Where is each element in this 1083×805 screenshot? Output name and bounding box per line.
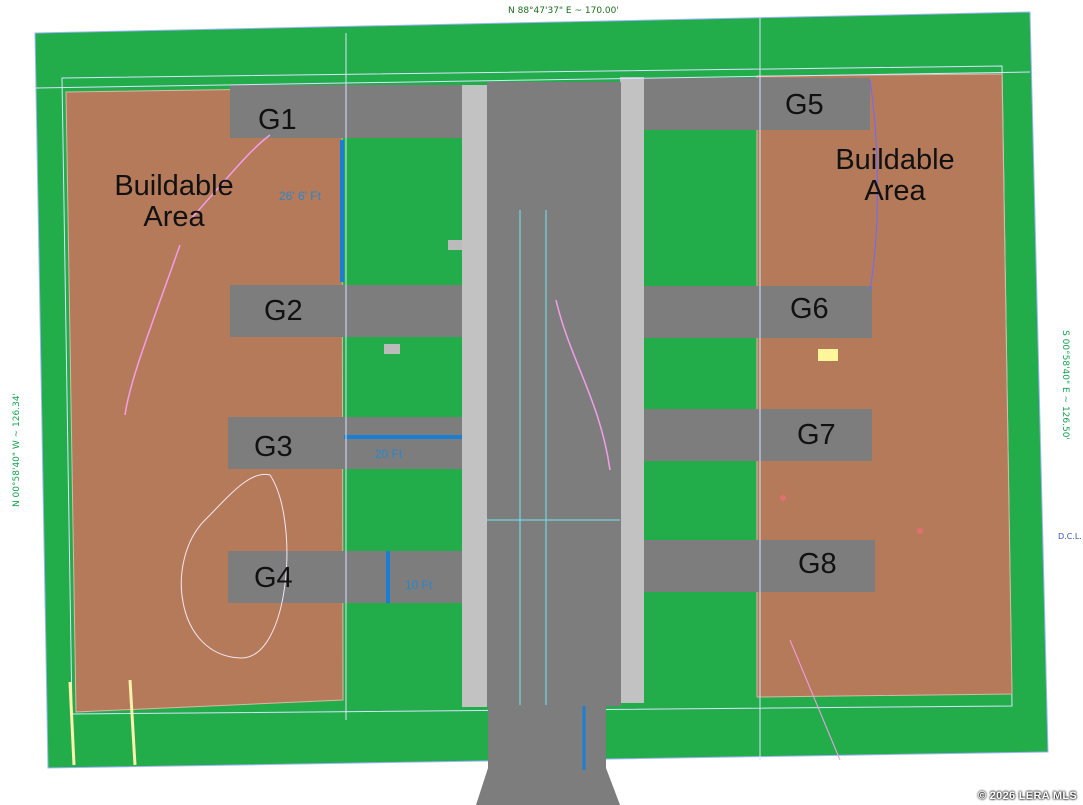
entrance-drive: [476, 706, 620, 805]
survey-line-right: [789, 639, 841, 761]
lot-label-g7: G7: [797, 419, 836, 451]
buildable-area-left-label: Buildable Area: [104, 171, 244, 233]
buildable-area-right-line2: Area: [864, 175, 926, 207]
survey-point: [917, 528, 923, 534]
drive-arm-g3: [228, 417, 462, 469]
walkway-right: [620, 77, 644, 703]
dimension-label-20ft: 20 Ft: [375, 447, 403, 461]
dimension-label-10ft: 10 Ft: [405, 578, 433, 592]
survey-line: [35, 71, 1031, 89]
drive-arm-g7: [644, 409, 872, 461]
utility-box: [384, 344, 400, 354]
buildable-area-left-line1: Buildable: [114, 170, 234, 202]
survey-curve-left: [124, 244, 181, 416]
survey-curve-left-2: [189, 134, 271, 221]
utility-box: [448, 240, 462, 250]
dimension-label-26ft: 26' 6' Ft: [279, 189, 321, 203]
lot-label-g2: G2: [264, 295, 303, 327]
left-bearing-label: N 00°58'40" W ~ 126.34': [12, 392, 23, 508]
lot-label-g3: G3: [254, 431, 293, 463]
utility-marker: [818, 349, 838, 361]
lot-label-g8: G8: [798, 548, 837, 580]
buildable-area-left-line2: Area: [143, 201, 205, 233]
lot-label-g1: G1: [258, 104, 297, 136]
drive-arm-g6: [644, 286, 872, 338]
right-bearing-label: S 00°58'40" E ~ 126.50': [1059, 330, 1070, 440]
buildable-area-right-line1: Buildable: [835, 144, 955, 176]
survey-curve-right: [869, 79, 878, 291]
walkway-left: [462, 85, 487, 707]
survey-line-left: [128, 679, 137, 766]
drive-arm-g4: [228, 551, 462, 603]
dcl-label: D.C.L.: [1058, 532, 1082, 541]
lot-label-g6: G6: [790, 293, 829, 325]
survey-curve-center: [555, 299, 611, 471]
survey-line-left-2: [68, 681, 76, 766]
buildable-area-right-label: Buildable Area: [825, 145, 965, 207]
mls-watermark: © 2026 LERA MLS: [978, 790, 1077, 802]
tree-outline: [180, 473, 288, 659]
top-bearing-label: N 88°47'37" E ~ 170.00': [508, 6, 619, 16]
setback-line: [61, 65, 1013, 715]
drive-arm-g5: [644, 78, 870, 130]
central-drive: [487, 82, 621, 706]
lot-label-g4: G4: [254, 562, 293, 594]
survey-point: [780, 495, 786, 501]
lot-label-g5: G5: [785, 89, 824, 121]
